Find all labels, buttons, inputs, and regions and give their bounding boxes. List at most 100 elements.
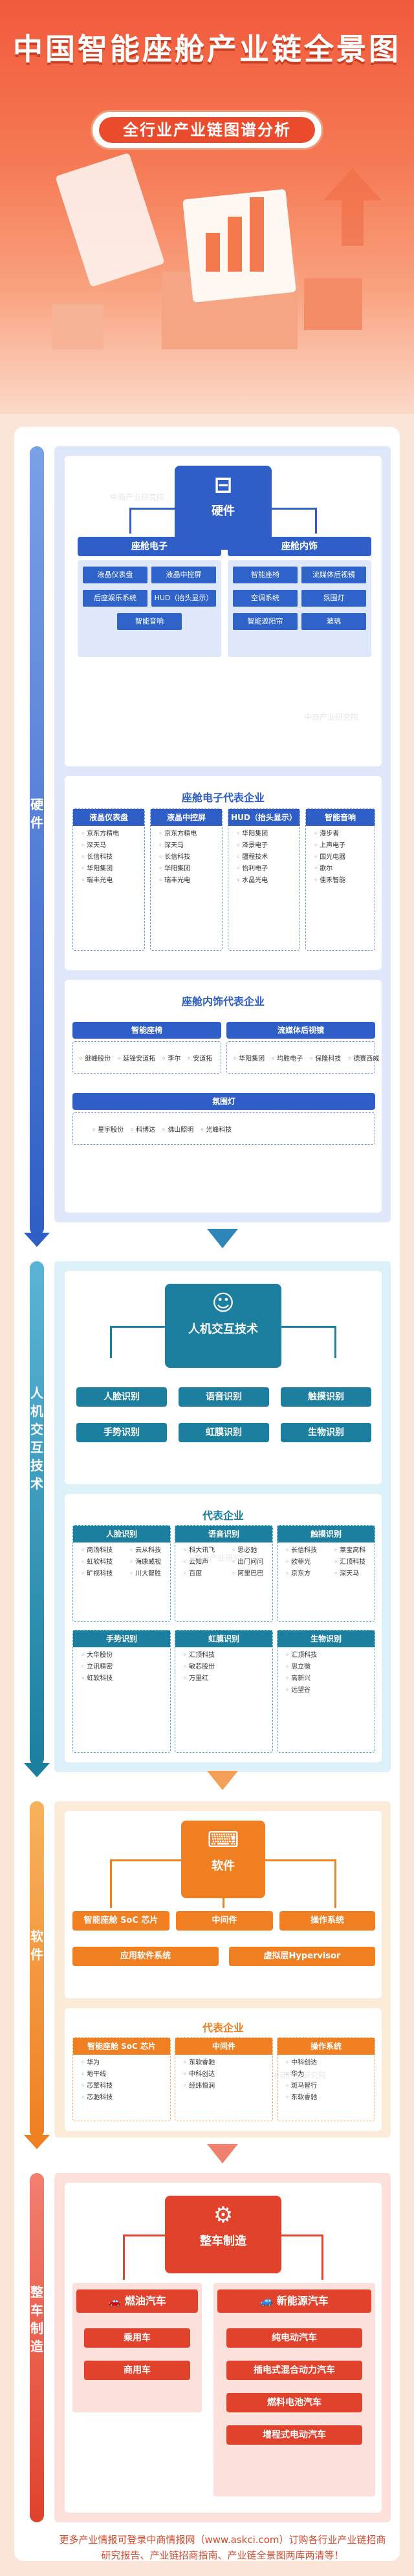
watermark: 中商产业研究院 (194, 1553, 249, 1563)
person-computer-icon: ☺ (212, 1290, 235, 1316)
company-column-head: 人脸识别 (73, 1526, 170, 1542)
electronics-item: HUD（抬头显示） (151, 590, 216, 607)
company-name: 歌尔 (306, 863, 375, 875)
header-banner: 中国智能座舱产业链全景图 全行业产业链图谱分析 (0, 0, 414, 414)
company-name: 大华股份 (73, 1650, 170, 1661)
company-name: 高新兴 (278, 1673, 375, 1685)
electronics-header: 座舱电子 (78, 537, 221, 556)
company-name: 京东方精电 (73, 828, 144, 840)
company-name: 阿里巴巴 (224, 1568, 272, 1580)
company-column-head: 触摸识别 (278, 1526, 375, 1542)
connector-line (110, 1326, 165, 1328)
electronics-companies-title: 座舱电子代表企业 (181, 792, 265, 804)
bar-chart-icon (250, 197, 264, 272)
company-name: 光峰科技 (200, 1127, 232, 1134)
company-name: 云从科技 (122, 1545, 170, 1557)
company-name: 华阳集团 (228, 828, 300, 840)
electronics-item: 液晶仪表盘 (83, 567, 147, 583)
company-name: 斑马智行 (278, 2081, 375, 2092)
vehicle-hub-label: 整车制造 (200, 2235, 246, 2248)
company-list: 中科创达 华为 斑马智行 东软睿驰 (278, 2057, 375, 2104)
company-name: 保隆科技 (309, 1055, 341, 1063)
connector-line (315, 508, 317, 534)
company-name: 华为 (73, 2057, 170, 2069)
interior-company-head: 智能座椅 (72, 1022, 221, 1039)
interior-company-list: 华阳集团均胜电子保隆科技德赛西威 (233, 1053, 386, 1063)
watermark: 中商产业研究院 (304, 713, 359, 722)
software-item: 操作系统 (279, 1911, 375, 1931)
hardware-hub: ⊟ 硬件 (175, 466, 272, 550)
company-column-head: 虹膜识别 (175, 1630, 272, 1647)
interior-companies-title: 座舱内饰代表企业 (181, 995, 265, 1008)
vehicle-side-label: 整车制造 (30, 2284, 43, 2354)
company-name: 经纬恒润 (175, 2081, 272, 2092)
software-hub: ⌨ 软件 (181, 1821, 265, 1898)
interior-company-head: 流媒体后视镜 (226, 1022, 375, 1039)
fuel-title: 燃油汽车 (124, 2295, 166, 2307)
company-name: 泽景电子 (228, 840, 300, 852)
car-icon: 🚗 (108, 2295, 125, 2307)
company-list: 京东方精电 深天马 长信科技 华阳集团 瑞丰光电 (73, 828, 144, 887)
company-name: 芯驰科技 (73, 2092, 170, 2104)
interior-company-box (226, 1041, 375, 1074)
company-name: 深天马 (326, 1568, 375, 1580)
connector-line (123, 2235, 125, 2280)
fuel-header: 🚗 燃油汽车 (76, 2289, 198, 2313)
connector-line (110, 1326, 112, 1358)
electronics-item: 液晶中控屏 (151, 567, 216, 583)
watermark: 中商产业研究院 (272, 2071, 327, 2080)
connector-line (334, 1859, 336, 1908)
company-name: 怡利电子 (228, 863, 300, 875)
company-name: 旷视科技 (73, 1568, 122, 1580)
connector-line (272, 508, 317, 510)
company-list: 京东方精电 深天马 长信科技 华阳集团 瑞丰光电 (151, 828, 222, 887)
interior-item: 氛围灯 (301, 590, 366, 607)
software-companies-title: 代表企业 (202, 2022, 244, 2034)
company-name: 深天马 (151, 840, 222, 852)
company-list: 长信科技 莱宝高科 欧菲光 汇顶科技 京东方 深天马 (278, 1545, 375, 1580)
company-name: 思立微 (278, 1661, 375, 1673)
software-item: 中间件 (176, 1911, 273, 1931)
software-hub-label: 软件 (212, 1859, 235, 1873)
hmi-item: 手势识别 (76, 1423, 167, 1442)
connector-line (281, 2235, 323, 2236)
company-name: 长信科技 (278, 1545, 326, 1557)
company-list: 商汤科技 云从科技 虹软科技 海康威视 旷视科技 川大智胜 (73, 1545, 170, 1580)
company-name: 东软睿驰 (175, 2057, 272, 2069)
company-name: 华阳集团 (151, 863, 222, 875)
hmi-side-arrow (24, 1763, 50, 1777)
company-name: 出门问问 (224, 1557, 272, 1568)
company-name: 瑞丰光电 (73, 875, 144, 887)
company-name: 深天马 (73, 840, 144, 852)
hmi-item: 虹膜识别 (179, 1423, 269, 1442)
vehicle-side-bar (30, 2173, 44, 2522)
vehicle-hub: ⚙ 整车制造 (165, 2196, 281, 2273)
company-name: 国光电器 (306, 852, 375, 863)
interior-company-box (72, 1112, 375, 1145)
company-list: 汇顶科技 敏芯股份 万里红 (175, 1650, 272, 1685)
company-name: 商汤科技 (73, 1545, 122, 1557)
connector-line (334, 1326, 336, 1358)
company-name: 东软睿驰 (278, 2092, 375, 2104)
company-column: HUD（抬头显示） 华阳集团 泽景电子 疆程技术 怡利电子 水晶光电 (228, 808, 300, 951)
company-column: 液晶仪表盘 京东方精电 深天马 长信科技 华阳集团 瑞丰光电 (72, 808, 145, 951)
hmi-companies-title: 代表企业 (202, 1510, 244, 1522)
nev-item: 纯电动汽车 (226, 2328, 362, 2348)
hmi-item: 生物识别 (281, 1423, 371, 1442)
software-side-label: 软件 (30, 1929, 43, 1962)
company-name: 华阳集团 (73, 863, 144, 875)
company-column-head: 液晶中控屏 (151, 809, 222, 826)
connector-line (123, 2235, 165, 2236)
connector-line (321, 2235, 323, 2280)
interior-item: 智能座椅 (233, 567, 298, 583)
hmi-item: 人脸识别 (76, 1387, 167, 1407)
company-column: 液晶中控屏 京东方精电 深天马 长信科技 华阳集团 瑞丰光电 (150, 808, 223, 951)
company-column: 智能音响 漫步者 上声电子 国光电器 歌尔 佳禾智能 (305, 808, 375, 951)
software-item: 智能座舱 SoC 芯片 (72, 1911, 169, 1931)
company-name: 科大讯飞 (175, 1545, 224, 1557)
nev-group (213, 2283, 375, 2496)
cube-decoration (52, 304, 104, 349)
company-list: 大华股份 立讯精密 虹软科技 (73, 1650, 170, 1685)
company-name: 京东方精电 (151, 828, 222, 840)
page-title: 中国智能座舱产业链全景图 (13, 32, 401, 67)
